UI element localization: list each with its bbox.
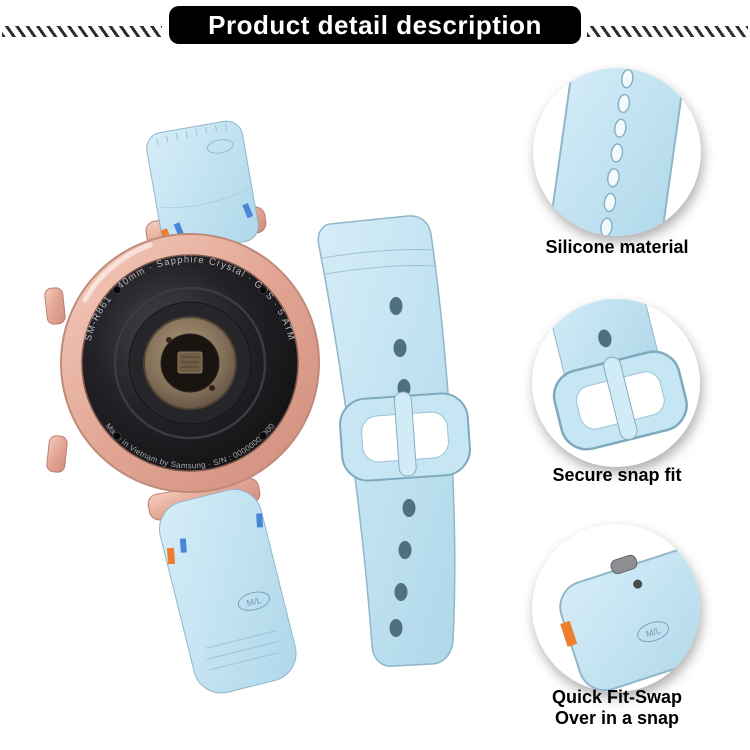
size-stamp-oval: [237, 591, 271, 611]
quick-fit-blue-clip: [256, 513, 264, 528]
page-title-text: Product detail description: [208, 9, 542, 40]
feature-label-quickfit: Quick Fit-Swap Over in a snap: [487, 687, 747, 728]
buckle: [339, 391, 471, 482]
detail-circle-buckle: [532, 299, 700, 467]
quick-fit-blue-clip: [242, 202, 254, 219]
strap-end-ridges: [205, 630, 280, 671]
buckle-closeup: [538, 299, 688, 451]
strap-fold-lines: [321, 248, 438, 275]
lower-strap: M/L: [159, 488, 297, 694]
detail-circle-quickfit: M/L: [532, 524, 700, 692]
strap-stamp-oval: [206, 139, 234, 154]
quick-fit-blue-clip: [179, 538, 187, 553]
feature-label-quickfit-line1: Quick Fit-Swap: [551, 687, 683, 707]
size-stamp-text: M/L: [645, 625, 662, 639]
size-stamp-oval: [637, 621, 670, 643]
quick-fit-orange-clip: [560, 620, 578, 647]
strap-end-ridges: [156, 124, 228, 146]
pin-screw: [633, 579, 643, 589]
decorative-hatch-left: [2, 26, 162, 37]
watch-back: SM-R861 · 40mm · Sapphire Crystal · GPS …: [60, 233, 320, 493]
feature-label-snap-fit: Secure snap fit: [552, 465, 682, 485]
feature-label-quickfit-line2: Over in a snap: [554, 707, 680, 728]
buckle-pin: [393, 391, 417, 477]
buckle-pin: [603, 356, 638, 441]
decorative-hatch-right: [587, 26, 748, 37]
upper-strap: [146, 120, 259, 254]
page-title: Product detail description: [169, 6, 581, 44]
size-stamp-text: M/L: [246, 595, 263, 608]
quick-fit-orange-clip: [166, 547, 176, 565]
silicone-strap-closeup: [544, 68, 690, 236]
back-screws: [112, 285, 268, 441]
side-buttons: [44, 287, 68, 473]
spring-bar-pin: [610, 554, 638, 575]
strap-holes: [600, 69, 634, 236]
detail-circle-silicone: [533, 68, 701, 236]
strap-hole: [598, 329, 612, 348]
quick-fit-closeup: M/L: [559, 546, 700, 692]
feature-label-silicone: Silicone material: [545, 237, 689, 257]
buckle-strap: [317, 215, 471, 667]
